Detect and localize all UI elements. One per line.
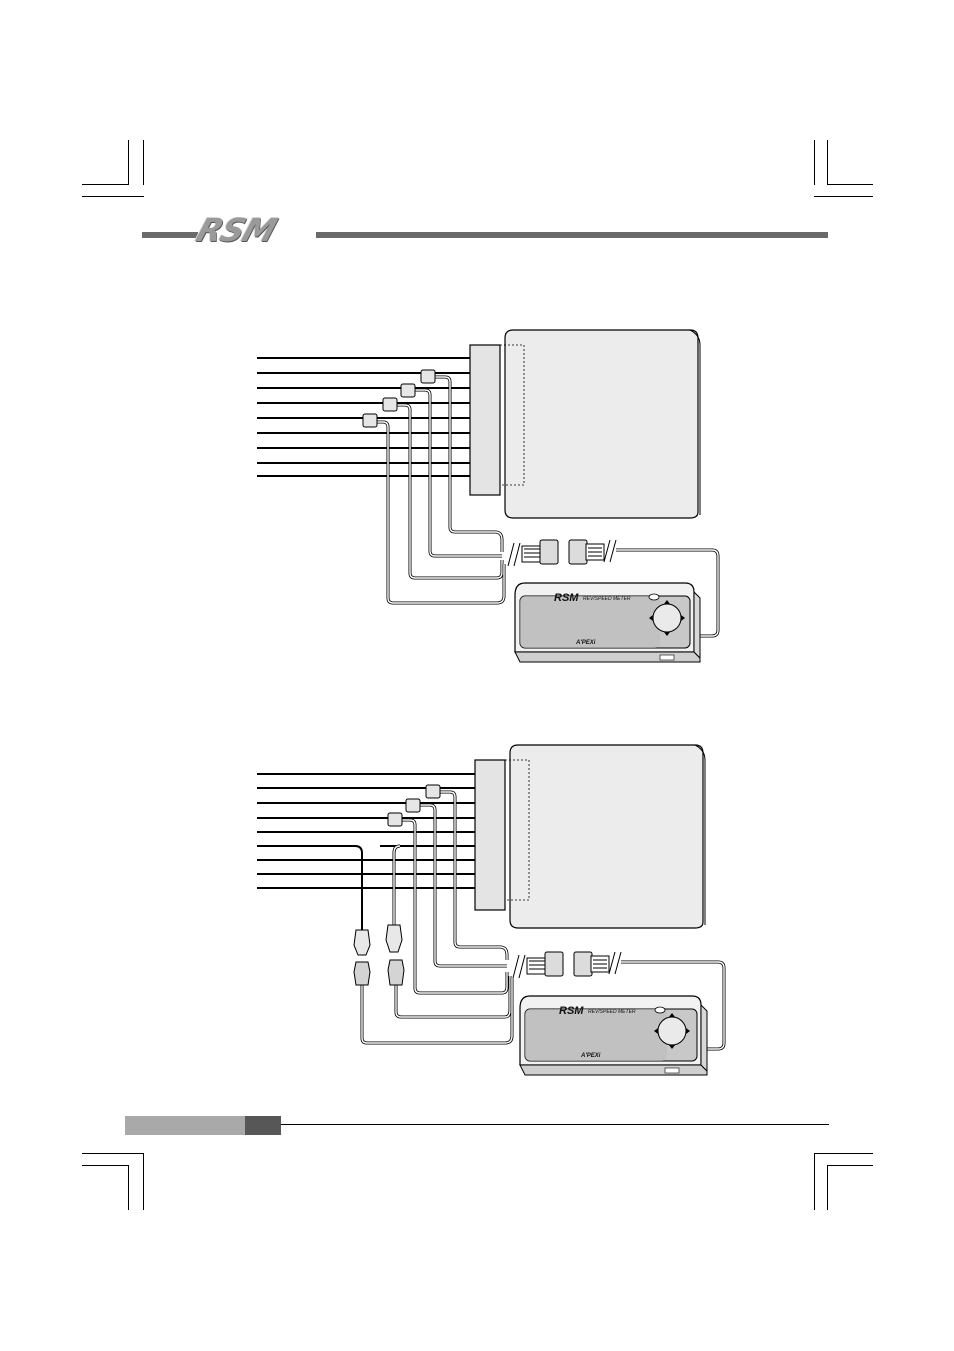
splice-connector-female	[388, 960, 404, 985]
device-model-label: REV/SPEED METER	[588, 1009, 636, 1015]
splice-connector-male	[354, 930, 370, 955]
coupler-male	[545, 952, 563, 976]
device-indicator-led	[655, 1007, 665, 1013]
device-maker-label: A'PEXi	[580, 1053, 601, 1059]
splice-connector-male	[386, 925, 402, 952]
tap-connector	[406, 799, 420, 812]
inline-splice-connectors	[354, 925, 404, 985]
splice-connector-female	[354, 962, 370, 985]
rsm-meter-device: RSM REV/SPEED METER A'PEXi	[520, 996, 707, 1075]
tap-connector	[426, 785, 440, 798]
device-port	[665, 1068, 679, 1073]
coupler-female	[574, 952, 592, 976]
ecu-connector-block	[475, 760, 505, 910]
harness-wires	[257, 774, 475, 930]
ecu-unit	[475, 745, 705, 928]
device-joystick-button	[658, 1017, 686, 1045]
device-brand-logo: RSM	[559, 1005, 584, 1017]
tap-connector	[388, 813, 402, 826]
